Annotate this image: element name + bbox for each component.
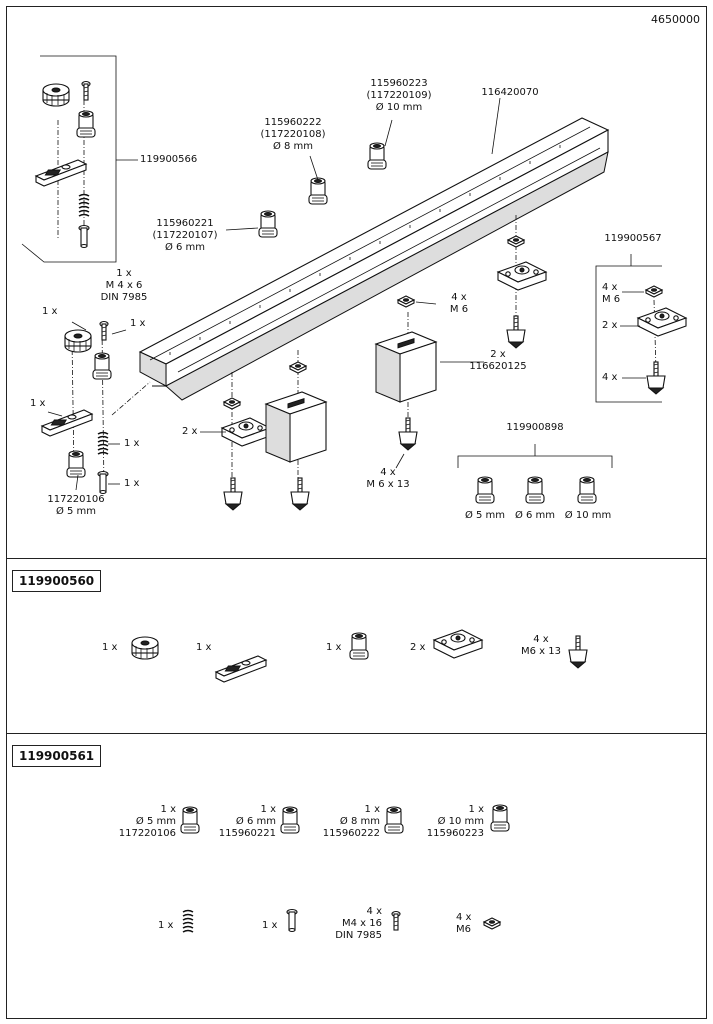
kit-a-item-guide-qty: 1 x: [326, 642, 342, 653]
spring-left-icon: [97, 431, 109, 455]
drawing-frame: [6, 6, 707, 1019]
rail-drawing: [138, 117, 610, 401]
kit-a-thumbscrew-icon: [568, 635, 588, 669]
nut-left-icon: [223, 397, 241, 410]
kit-a-clamp-icon: [433, 629, 483, 659]
guide-bush-6mm-icon: [258, 210, 278, 238]
kit-b-guide-5mm-icon: [180, 806, 200, 834]
label-guide-8mm: 115960222 (117220108) Ø 8 mm: [260, 117, 326, 152]
label-screw-qty: 1 x: [130, 318, 146, 329]
guide-set-bracket-line: [457, 455, 613, 468]
label-knob-qty: 1 x: [42, 306, 58, 317]
kit-b-nut-icon: [483, 917, 501, 930]
kit-119900560-title: 119900560: [12, 570, 102, 592]
label-clamp-116620125: 2 x 116620125: [469, 349, 527, 372]
pin-left-icon: [97, 470, 109, 495]
kit-b-guide-5mm-label: 1 x Ø 5 mm 117220106: [118, 804, 176, 839]
label-screw-m6x13: 4 x M 6 x 13: [366, 467, 410, 490]
guide-set-10mm-icon: [577, 476, 597, 504]
thumbscrew-kit567-icon: [646, 361, 666, 395]
clamp-block-right-icon: [497, 261, 547, 291]
nut-kit567-icon: [645, 285, 663, 298]
thumbscrew-m6x13-icon: [398, 417, 418, 451]
label-guide-5mm: 117220106 Ø 5 mm: [47, 494, 105, 517]
kit-b-spring-qty: 1 x: [158, 920, 174, 931]
clamp-block-kit567-icon: [637, 307, 687, 337]
kit-b-guide-10mm-icon: [490, 804, 510, 832]
pin-icon: [78, 224, 90, 249]
kit-b-pin-qty: 1 x: [262, 920, 278, 931]
bracket-mid-icon: [375, 331, 437, 403]
thumbscrew-left-icon: [223, 477, 243, 511]
kit-a-knob-icon: [131, 636, 159, 660]
kit-b-screw-icon: [391, 910, 401, 931]
kit-b-guide-6mm-label: 1 x Ø 6 mm 115960221: [218, 804, 276, 839]
kit-b-guide-6mm-icon: [280, 806, 300, 834]
label-rail: 116420070: [481, 87, 539, 98]
thumbscrew-mid-icon: [290, 477, 310, 511]
kit-b-guide-8mm-label: 1 x Ø 8 mm 115960222: [322, 804, 380, 839]
knob-left-icon: [64, 329, 92, 353]
guide-left-icon: [92, 352, 112, 380]
slider-plate-icon: [35, 159, 87, 187]
guide-set-6mm-icon: [525, 476, 545, 504]
label-screw-m4x6: 1 x M 4 x 6 DIN 7985: [100, 268, 148, 303]
guide-bush-10mm-icon: [367, 142, 387, 170]
screw-m4-icon: [99, 320, 109, 341]
label-kit567-clamp: 2 x: [602, 320, 618, 331]
label-spring-qty: 1 x: [124, 438, 140, 449]
kit-566-bracket-line: [21, 55, 117, 263]
knob-icon: [42, 83, 70, 107]
guide-bush-8mm-icon: [308, 177, 328, 205]
nut-mid-icon: [289, 361, 307, 374]
label-nut-m6: 4 x M 6: [449, 292, 469, 315]
clamp-block-left-icon: [221, 417, 271, 447]
label-guide-set-119900898: 119900898: [506, 422, 564, 433]
label-kit567-nut: 4 x M 6: [602, 282, 621, 305]
kit-567-bracket-line: [595, 265, 662, 403]
kit-b-guide-10mm-label: 1 x Ø 10 mm 115960223: [426, 804, 484, 839]
nut-right-icon: [507, 235, 525, 248]
guide-5mm-icon: [66, 450, 86, 478]
kit-a-item-slider-qty: 1 x: [196, 642, 212, 653]
label-guide-10mm: 115960223 (117220109) Ø 10 mm: [366, 78, 432, 113]
label-guide-6mm: 115960221 (117220107) Ø 6 mm: [152, 218, 218, 253]
guide-set-5mm-icon: [475, 476, 495, 504]
label-pin-qty: 1 x: [124, 478, 140, 489]
label-kit-119900567: 119900567: [604, 233, 662, 244]
document-number: 4650000: [651, 13, 700, 26]
kit-b-nut-label: 4 x M6: [456, 912, 472, 935]
kit-a-slider-icon: [215, 655, 267, 683]
guide-bush-small-icon: [76, 110, 96, 138]
label-guide-set-6mm: Ø 6 mm: [514, 510, 556, 521]
label-guide-set-10mm: Ø 10 mm: [564, 510, 612, 521]
kit-a-item-knob-qty: 1 x: [102, 642, 118, 653]
label-clamp-left-qty: 2 x: [182, 426, 198, 437]
slider-left-icon: [41, 409, 93, 437]
nut-m6-icon: [397, 295, 415, 308]
section-divider-1: [6, 558, 707, 559]
bracket-left-icon: [265, 391, 327, 463]
kit-b-screw-label: 4 x M4 x 16 DIN 7985: [335, 906, 382, 941]
label-kit567-screw: 4 x: [602, 372, 618, 383]
small-screw-icon: [81, 80, 91, 101]
kit-b-guide-8mm-icon: [384, 806, 404, 834]
label-slider-qty: 1 x: [30, 398, 46, 409]
kit-119900561-title: 119900561: [12, 745, 102, 767]
kit-a-item-clamp-qty: 2 x: [410, 642, 426, 653]
label-kit-119900566: 119900566: [140, 154, 198, 165]
thumbscrew-right-icon: [506, 315, 526, 349]
kit-a-item-screw-qty: 4 x M6 x 13: [521, 634, 561, 657]
label-guide-set-5mm: Ø 5 mm: [464, 510, 506, 521]
leader-lines: [47, 97, 646, 491]
section-divider-2: [6, 733, 707, 734]
